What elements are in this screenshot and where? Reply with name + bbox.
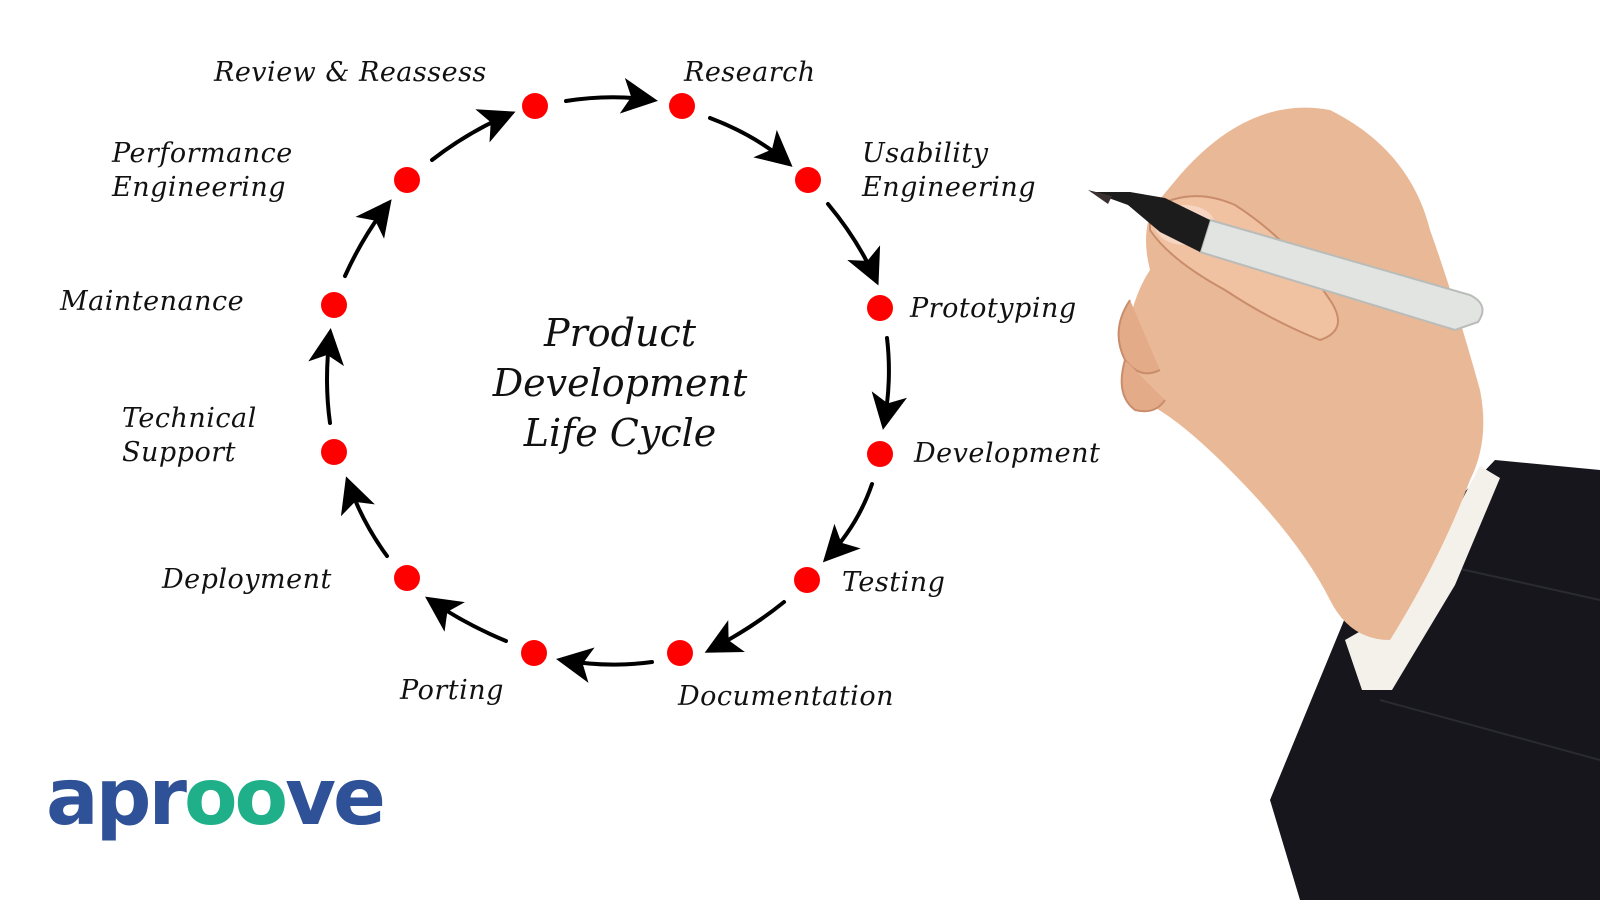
label-prototyping: Prototyping — [910, 293, 1077, 324]
label-performance-engineering: Performance Engineering — [112, 137, 293, 205]
label-technical-line1: Technical — [122, 403, 257, 434]
arrow-deployment-to-technical-support — [340, 476, 389, 558]
label-usability-engineering: Usability Engineering — [862, 137, 1036, 205]
node-performance-engineering — [394, 167, 420, 193]
label-performance-line1: Performance — [112, 138, 293, 169]
hand-with-marker-illustration — [1088, 107, 1600, 900]
hand — [1124, 107, 1484, 640]
title-line-3: Life Cycle — [523, 411, 717, 455]
arrow-review-to-research — [564, 77, 658, 114]
label-research: Research — [684, 57, 816, 88]
logo-text-ve: ve — [285, 753, 386, 843]
node-usability-engineering — [795, 167, 821, 193]
label-technical-line2: Support — [122, 437, 236, 468]
arrow-porting-to-deployment — [425, 596, 508, 643]
label-documentation: Documentation — [678, 681, 894, 712]
label-deployment: Deployment — [162, 564, 332, 595]
arrow-maintenance-to-performance — [343, 199, 392, 278]
arrow-usability-to-prototyping — [826, 202, 881, 286]
label-performance-line2: Engineering — [112, 172, 287, 203]
node-review-reassess — [522, 93, 548, 119]
title-line-2: Development — [492, 361, 748, 405]
arrow-performance-to-review — [430, 109, 516, 162]
label-maintenance: Maintenance — [60, 286, 245, 317]
arrow-documentation-to-porting — [556, 647, 654, 683]
suit-sleeve — [1270, 460, 1600, 900]
label-development: Development — [914, 438, 1101, 469]
marker-tip — [1092, 192, 1210, 252]
title-line-1: Product — [544, 311, 696, 355]
label-testing: Testing — [842, 567, 946, 598]
node-testing — [794, 567, 820, 593]
arrow-development-to-testing — [822, 482, 874, 563]
diagram-title: Product Development Life Cycle — [440, 308, 800, 458]
node-maintenance — [321, 292, 347, 318]
arrow-prototyping-to-development — [871, 336, 908, 430]
arrow-technical-support-to-maintenance — [308, 328, 344, 425]
label-usability-line2: Engineering — [862, 172, 1037, 203]
label-porting: Porting — [400, 675, 504, 706]
logo-text-apr: apr — [46, 753, 187, 843]
marker-body — [1198, 218, 1484, 332]
label-usability-line1: Usability — [862, 138, 989, 169]
node-development — [867, 441, 893, 467]
node-technical-support — [321, 439, 347, 465]
arrow-testing-to-documentation — [704, 600, 786, 653]
arrow-research-to-usability — [708, 116, 793, 167]
node-prototyping — [867, 295, 893, 321]
node-research — [669, 93, 695, 119]
node-porting — [521, 640, 547, 666]
label-review-reassess: Review & Reassess — [214, 57, 487, 88]
node-deployment — [394, 565, 420, 591]
label-technical-support: Technical Support — [122, 402, 257, 470]
node-documentation — [667, 640, 693, 666]
logo-text-oo: oo — [183, 753, 288, 843]
aproove-logo: aproove — [46, 758, 386, 838]
